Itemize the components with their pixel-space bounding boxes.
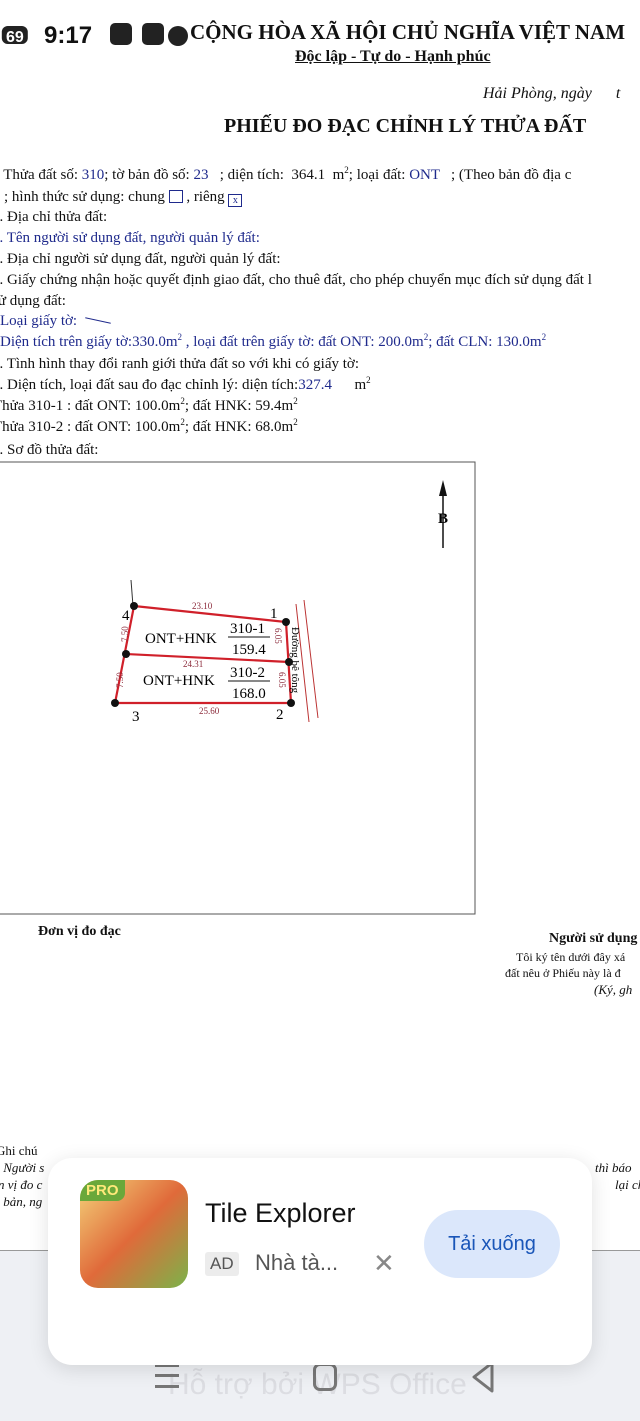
line-owner: 3. Tên người sử dụng đất, người quản lý … bbox=[0, 230, 260, 246]
home-button[interactable] bbox=[313, 1363, 337, 1391]
note-heading: Ghi chú bbox=[0, 1143, 38, 1158]
line-doc-area: Diện tích trên giấy tờ:330.0m2 , loại đấ… bbox=[0, 332, 547, 351]
line-certificate: 5. Giấy chứng nhận hoặc quyết định giao … bbox=[0, 272, 592, 288]
line-new-area: 7. Diện tích, loại đất sau đo đạc chỉnh … bbox=[0, 375, 371, 394]
vertex-points bbox=[111, 602, 295, 707]
parcel-split-line bbox=[125, 652, 290, 664]
battery-icon: 69 bbox=[2, 26, 28, 44]
edge-length: 7.50 bbox=[120, 626, 130, 642]
national-title: CỘNG HÒA XÃ HỘI CHỦ NGHĨA VIỆT NAM bbox=[190, 20, 626, 44]
line-doc-type: Loại giấy tờ: bbox=[0, 312, 111, 330]
line-usage: ; hình thức sử dụng: chung , riêng x bbox=[4, 188, 243, 207]
place-date: Hải Phòng, ngày t bbox=[483, 85, 621, 102]
parcel-landuse: ONT+HNK bbox=[143, 673, 215, 689]
edge-length: 6.05 bbox=[273, 628, 283, 644]
line-address: 2. Địa chỉ thửa đất: bbox=[0, 209, 108, 225]
boundary-line bbox=[130, 579, 134, 607]
ad-publisher: Nhà tà... bbox=[255, 1250, 339, 1275]
line-boundary-change: 6. Tình hình thay đổi ranh giới thửa đất… bbox=[0, 356, 360, 372]
point-label: 3 bbox=[132, 709, 140, 725]
note-text: lại cho bbox=[615, 1177, 640, 1192]
ad-badge: AD bbox=[205, 1252, 239, 1276]
parcel-diagram: B 1 2 3 4 23.10 24.31 25.60 7.50 7.50 6.… bbox=[0, 461, 476, 915]
road-label: Đường bê tông bbox=[289, 627, 301, 694]
user-text: (Ký, gh bbox=[594, 982, 633, 997]
north-label: B bbox=[438, 511, 448, 527]
private-checkbox: x bbox=[228, 194, 243, 207]
parcel-area: 168.0 bbox=[232, 686, 266, 702]
line-owner-address: 4. Địa chỉ người sử dụng đất, người quản… bbox=[0, 251, 281, 267]
road-edge bbox=[295, 603, 310, 723]
download-button[interactable]: Tải xuống bbox=[424, 1210, 560, 1278]
clock: 9:17 bbox=[44, 22, 93, 49]
user-label: Người sử dụng bbox=[549, 931, 638, 946]
status-bar: 69 9:17 bbox=[0, 20, 640, 54]
motto: Độc lập - Tự do - Hạnh phúc bbox=[295, 48, 491, 65]
facebook-icon bbox=[168, 26, 188, 46]
pro-badge: PRO bbox=[80, 1180, 125, 1201]
line-parcel: . Thửa đất số: 310; tờ bản đồ số: 23 ; d… bbox=[0, 165, 572, 184]
parcel-id: 310-2 bbox=[230, 665, 265, 681]
diagram-frame bbox=[0, 461, 476, 915]
zalo-icon bbox=[142, 23, 164, 45]
line-parcel-310-2: Thửa 310-2 : đất ONT: 100.0m2; đất HNK: … bbox=[0, 417, 298, 436]
user-text: đất nêu ở Phiếu này là đ bbox=[505, 966, 621, 980]
north-arrowhead bbox=[439, 480, 447, 496]
shared-checkbox bbox=[168, 190, 183, 203]
edge-length: 6.05 bbox=[277, 672, 287, 688]
edge-length: 7.50 bbox=[115, 672, 125, 688]
survey-unit-label: Đơn vị đo đạc bbox=[38, 924, 121, 939]
back-button[interactable] bbox=[470, 1360, 496, 1394]
user-text: Tôi ký tên dưới đây xá bbox=[516, 950, 626, 964]
note-text: bản, ng bbox=[0, 1194, 43, 1209]
road-edge bbox=[303, 599, 319, 719]
line-certificate-cont: sử dụng đất: bbox=[0, 293, 66, 309]
point-label: 1 bbox=[270, 606, 278, 622]
edge-length: 25.60 bbox=[199, 706, 220, 716]
parcel-area: 159.4 bbox=[232, 642, 266, 658]
app-icon[interactable]: PRO bbox=[80, 1180, 188, 1288]
ad-app-name[interactable]: Tile Explorer bbox=[205, 1198, 356, 1228]
recent-apps-button[interactable] bbox=[155, 1364, 179, 1388]
baomoi-icon bbox=[110, 23, 132, 45]
line-parcel-310-1: Thửa 310-1 : đất ONT: 100.0m2; đất HNK: … bbox=[0, 396, 298, 415]
parcel-id: 310-1 bbox=[230, 621, 265, 637]
document-title: PHIẾU ĐO ĐẠC CHỈNH LÝ THỬA ĐẤT bbox=[224, 115, 587, 137]
ad-banner[interactable]: PRO Tile Explorer AD Nhà tà... ✕ Tải xuố… bbox=[48, 1158, 592, 1365]
note-text: thì báo bbox=[595, 1160, 635, 1175]
edge-length: 23.10 bbox=[192, 601, 213, 611]
edge-length: 24.31 bbox=[183, 659, 203, 669]
line-sketch: 8. Sơ đồ thửa đất: bbox=[0, 442, 99, 458]
parcel-landuse: ONT+HNK bbox=[145, 631, 217, 647]
note-text: n vị đo c bbox=[0, 1177, 43, 1192]
note-text: Người s bbox=[0, 1160, 45, 1175]
point-label: 4 bbox=[122, 608, 130, 624]
point-label: 2 bbox=[276, 707, 284, 723]
close-icon[interactable]: ✕ bbox=[373, 1248, 395, 1278]
